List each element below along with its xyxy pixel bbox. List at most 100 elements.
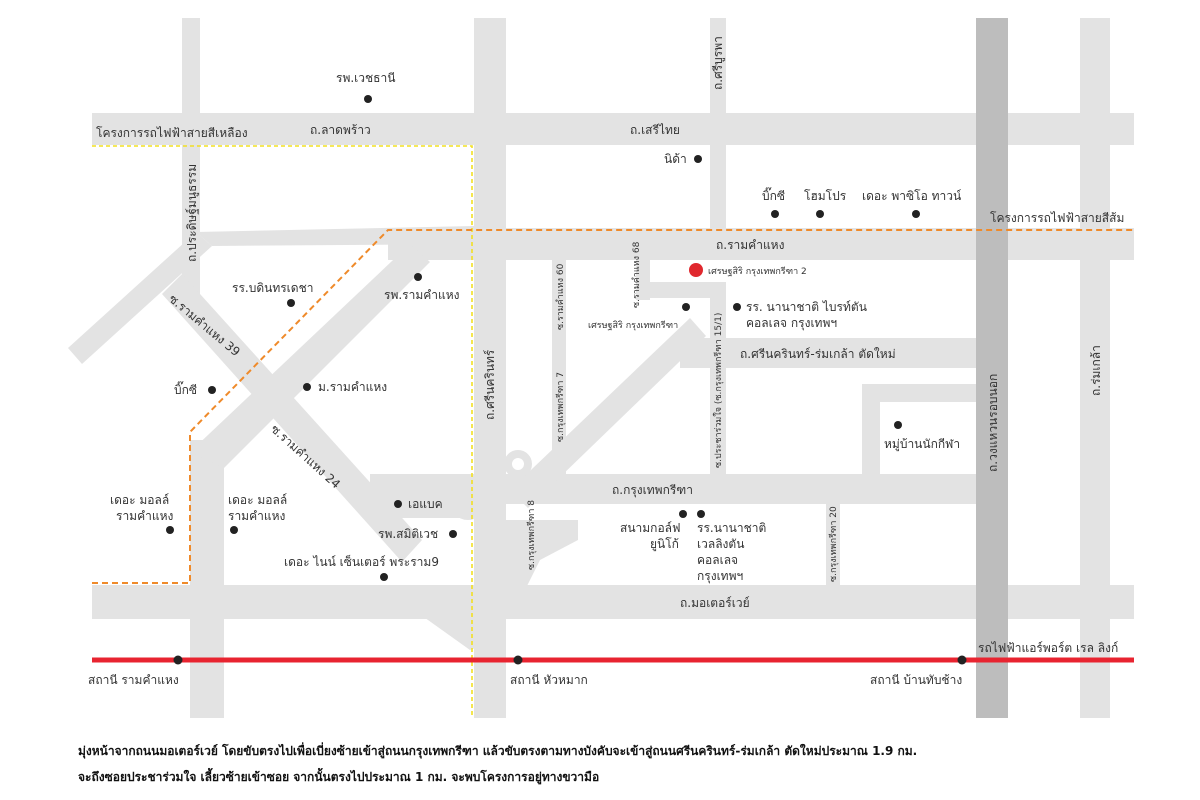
rail-lines bbox=[92, 145, 1134, 718]
samitivej-label: รพ.สมิติเวช bbox=[378, 527, 438, 541]
brighton-label-2: คอลเลจ กรุงเทพฯ bbox=[746, 316, 837, 331]
ram-hospital-label: รพ.รามคำแหง bbox=[384, 288, 460, 302]
airport-link-label: รถไฟฟ้าแอร์พอร์ต เรล ลิงก์ bbox=[978, 641, 1118, 655]
ram-university-dot bbox=[303, 383, 311, 391]
nida-label: นิด้า bbox=[664, 152, 687, 166]
lat-phrao-road bbox=[92, 113, 1134, 145]
ram-39-soi bbox=[68, 232, 212, 364]
ram-hospital-dot bbox=[414, 273, 422, 281]
homepro-dot bbox=[816, 210, 824, 218]
homepro-label: โฮมโปร bbox=[804, 189, 847, 203]
kk-7-label: ซ.กรุงเทพกรีฑา 7 bbox=[555, 372, 566, 442]
kk-20-label: ซ.กรุงเทพกรีฑา 20 bbox=[828, 506, 839, 582]
huamak-station-dot bbox=[513, 655, 523, 665]
left-connector-diag bbox=[190, 244, 430, 468]
motorway-label: ถ.มอเตอร์เวย์ bbox=[680, 596, 750, 610]
sethasiri-dot bbox=[682, 303, 690, 311]
mall-mid-label-2: รามคำแหง bbox=[228, 509, 285, 523]
sport-village-label: หมู่บ้านนักกีฬา bbox=[884, 437, 960, 452]
lat-phrao-label: ถ.ลาดพร้าว bbox=[310, 123, 371, 137]
vejthani-label: รพ.เวชธานี bbox=[336, 71, 395, 85]
orange-line-label: โครงการรถไฟฟ้าสายสีส้ม bbox=[990, 211, 1124, 225]
srinakarin-road bbox=[474, 18, 506, 718]
mall-left-dot bbox=[166, 526, 174, 534]
krungthep-kreetha-label: ถ.กรุงเทพกรีฑา bbox=[612, 483, 693, 498]
project-soi-top bbox=[636, 282, 726, 298]
sport-village-loop-top bbox=[862, 384, 980, 402]
wellington-label-2: เวลลิงตัน bbox=[697, 537, 744, 551]
seri-thai-label: ถ.เสรีไทย bbox=[630, 123, 680, 137]
sport-village-dot bbox=[894, 421, 902, 429]
si-burapha-label: ถ.ศรีบูรพา bbox=[711, 36, 726, 90]
nine-center-label: เดอะ ไนน์ เซ็นเตอร์ พระราม9 bbox=[284, 554, 439, 569]
ram-68-label: ซ.รามคำแหง 68 bbox=[631, 241, 642, 308]
paseo-dot bbox=[912, 210, 920, 218]
srinakarin-label: ถ.ศรีนครินทร์ bbox=[483, 349, 497, 420]
road-network bbox=[68, 18, 1134, 718]
kk-20-soi bbox=[826, 504, 840, 586]
nida-dot bbox=[694, 155, 702, 163]
golf-label-2: ยูนิโก้ bbox=[650, 537, 679, 552]
orange-line-track bbox=[92, 229, 1134, 584]
samitivej-dot bbox=[449, 530, 457, 538]
si-burapha-road bbox=[710, 18, 726, 230]
golf-label-1: สนามกอล์ฟ bbox=[620, 521, 681, 535]
bigc-left-label: บิ๊กซี bbox=[174, 381, 197, 397]
paseo-label: เดอะ พาซิโอ ทาวน์ bbox=[862, 189, 961, 203]
romklao-label: ถ.ร่มเกล้า bbox=[1089, 345, 1103, 396]
interchange-loop-2 bbox=[504, 450, 532, 478]
ram-60-label: ซ.รามคำแหง 60 bbox=[555, 263, 566, 330]
brighton-dot bbox=[733, 303, 741, 311]
nine-center-dot bbox=[380, 573, 388, 581]
ebuc-dot bbox=[394, 500, 402, 508]
bodindecha-label: รร.บดินทรเดชา bbox=[232, 281, 313, 295]
mall-left-label-2: รามคำแหง bbox=[116, 509, 173, 523]
bodindecha-dot bbox=[287, 299, 295, 307]
ebuc-label: เอแบค bbox=[408, 497, 443, 511]
mall-mid-label-1: เดอะ มอลล์ bbox=[228, 493, 287, 507]
pracha-ruam-jai-soi bbox=[710, 282, 726, 474]
ramkhamhaeng-road bbox=[388, 228, 1134, 260]
ram-60-soi bbox=[552, 260, 566, 474]
ban-thap-chang-station-label: สถานี บ้านทับช้าง bbox=[870, 673, 962, 687]
ramkhamhaeng-station-dot bbox=[173, 655, 183, 665]
brighton-label-1: รร. นานาชาติ ไบรท์ตัน bbox=[746, 300, 867, 314]
interchange-loop-1 bbox=[450, 484, 486, 520]
bigc-top-dot bbox=[771, 210, 779, 218]
romklao-road bbox=[1080, 18, 1110, 718]
bigc-left-dot bbox=[208, 386, 216, 394]
yellow-line-track bbox=[92, 145, 473, 718]
srinakarin-romklao-label: ถ.ศรีนครินทร์-ร่มเกล้า ตัดใหม่ bbox=[740, 347, 896, 361]
sethasiri-label: เศรษฐสิริ กรุงเทพกรีฑา bbox=[588, 320, 678, 331]
wellington-label-3: คอลเลจ bbox=[697, 553, 738, 567]
directions-line-1: มุ่งหน้าจากถนนมอเตอร์เวย์ โดยขับตรงไปเพื… bbox=[78, 744, 918, 758]
ram-university-label: ม.รามคำแหง bbox=[318, 380, 387, 394]
golf-dot bbox=[679, 510, 687, 518]
ram-39-soi-right bbox=[196, 226, 474, 246]
project-label: เศรษฐสิริ กรุงเทพกรีฑา 2 bbox=[708, 266, 807, 277]
huamak-station-label: สถานี หัวหมาก bbox=[510, 673, 588, 687]
pradit-manutham-label: ถ.ประดิษฐ์มนูธรรม bbox=[185, 164, 200, 262]
places: รพ.เวชธานี นิด้า บิ๊กซี โฮมโปร เดอะ พาซิ… bbox=[110, 71, 961, 584]
wellington-dot bbox=[697, 510, 705, 518]
srinakarin-diag bbox=[510, 318, 706, 508]
mall-mid-dot bbox=[230, 526, 238, 534]
ramkhamhaeng-station-label: สถานี รามคำแหง bbox=[88, 673, 179, 687]
outer-ring-label: ถ.วงแหวนรอบนอก bbox=[986, 374, 1000, 472]
kk-8-label: ซ.กรุงเทพกรีฑา 8 bbox=[526, 500, 537, 570]
wellington-label-4: กรุงเทพฯ bbox=[697, 569, 743, 584]
directions-text: มุ่งหน้าจากถนนมอเตอร์เวย์ โดยขับตรงไปเพื… bbox=[78, 738, 1178, 790]
outer-ring-road bbox=[976, 18, 1008, 718]
motorway-road bbox=[92, 585, 1134, 619]
directions-line-2: จะถึงซอยประชาร่วมใจ เลี้ยวซ้ายเข้าซอย จา… bbox=[78, 770, 600, 784]
ramp-to-motorway bbox=[400, 600, 500, 650]
ram-diag-long bbox=[162, 274, 422, 562]
sport-village-loop-left bbox=[862, 384, 880, 476]
project-marker bbox=[689, 263, 703, 277]
yellow-line-label: โครงการรถไฟฟ้าสายสีเหลือง bbox=[96, 126, 248, 140]
vejthani-dot bbox=[364, 95, 372, 103]
bigc-top-label: บิ๊กซี bbox=[762, 187, 785, 203]
mall-left-label-1: เดอะ มอลล์ bbox=[110, 493, 169, 507]
pradit-manutham-road bbox=[182, 18, 200, 296]
